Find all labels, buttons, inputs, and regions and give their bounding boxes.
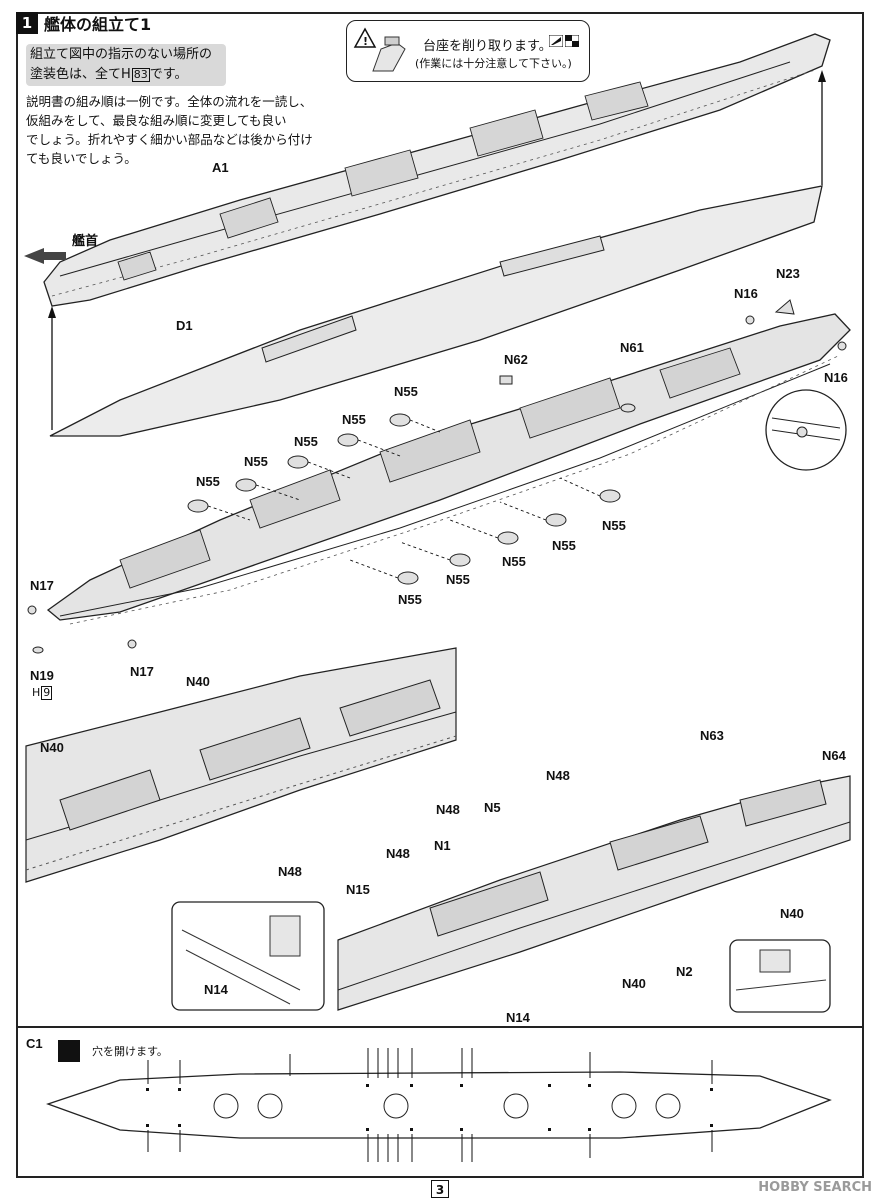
n19-paint-code: 9 (41, 686, 53, 700)
label-n16-top: N16 (734, 286, 758, 301)
label-n40-2: N40 (40, 740, 64, 755)
hull-section-stern (337, 775, 851, 1011)
n19-paint-prefix: H (32, 686, 41, 699)
label-n5: N5 (484, 800, 501, 815)
step-title: 艦体の組立て1 (44, 15, 152, 34)
svg-text:!: ! (363, 35, 368, 48)
order-line-2: 仮組みをして、最良な組み順に変更しても良い (26, 113, 287, 128)
label-n17-right: N17 (130, 664, 154, 679)
watermark: HOBBY SEARCH (758, 1180, 872, 1195)
label-n55-4: N55 (244, 454, 268, 469)
assembly-order-note: 説明書の組み順は一例です。全体の流れを一読し、 仮組みをして、最良な組み順に変更… (26, 92, 336, 168)
page-number: 3 (431, 1180, 449, 1198)
label-n55-8: N55 (502, 554, 526, 569)
warning-icon: ! (353, 27, 406, 72)
paint-note-suffix: です。 (149, 67, 188, 82)
label-n48-3: N48 (546, 768, 570, 783)
part-n16-right (837, 341, 847, 351)
label-n55-3: N55 (294, 434, 318, 449)
file-icon (565, 35, 579, 47)
label-n55-2: N55 (342, 412, 366, 427)
n16-detail (765, 389, 847, 471)
hull-assembly-2 (46, 313, 851, 625)
order-line-1: 説明書の組み順は一例です。全体の流れを一読し、 (26, 94, 313, 109)
c1-frame (16, 1028, 864, 1178)
part-n19 (32, 646, 44, 654)
label-n55-9: N55 (446, 572, 470, 587)
label-n14: N14 (506, 1010, 530, 1025)
paint-note-line2: 塗装色は、全てH (30, 67, 131, 82)
label-n15: N15 (346, 882, 370, 897)
paint-note-line1: 組立て図中の指示のない場所の (30, 47, 213, 62)
hull-part-a1 (43, 33, 831, 307)
step-number: 1 (16, 12, 38, 34)
label-n17-left: N17 (30, 578, 54, 593)
bow-label: 艦首 (72, 234, 99, 249)
c1-label: C1 (26, 1036, 43, 1051)
label-n14-inset: N14 (204, 982, 228, 997)
order-line-4: ても良いでしょう。 (26, 151, 137, 166)
hull-section-mid (25, 647, 457, 883)
label-n16-right: N16 (824, 370, 848, 385)
label-n48-1: N48 (436, 802, 460, 817)
deck-part-d1 (49, 185, 823, 437)
step-frame (16, 12, 864, 1028)
c1-instruction: 穴を開けます。 (92, 1045, 168, 1058)
part-n23 (774, 299, 795, 315)
label-n23: N23 (776, 266, 800, 281)
label-n19: N19 (30, 668, 54, 683)
paint-code: 83 (131, 68, 150, 82)
label-n1: N1 (434, 838, 451, 853)
drill-icon (58, 1040, 80, 1062)
c1-deck-outline (46, 1048, 832, 1162)
n2-inset (729, 939, 831, 1013)
label-d1: D1 (176, 318, 193, 333)
label-n63: N63 (700, 728, 724, 743)
label-n2: N2 (676, 964, 693, 979)
label-n40-1: N40 (186, 674, 210, 689)
label-n55-5: N55 (196, 474, 220, 489)
label-n61: N61 (620, 340, 644, 355)
part-n17-left (27, 605, 37, 615)
label-n55-7: N55 (552, 538, 576, 553)
label-n55-6: N55 (602, 518, 626, 533)
part-n61 (620, 403, 636, 413)
part-n17-right (127, 639, 137, 649)
callout-text-1: 台座を削り取ります。 (423, 39, 552, 54)
label-n55-10: N55 (398, 592, 422, 607)
base-removal-callout: ! 台座を削り取ります。 (作業には十分注意して下さい。) (346, 20, 590, 82)
part-n16-left (745, 315, 755, 325)
label-n48-2: N48 (278, 864, 302, 879)
label-n40-3: N40 (780, 906, 804, 921)
order-line-3: でしょう。折れやすく細かい部品などは後から付け (26, 132, 313, 147)
label-n48-4: N48 (386, 846, 410, 861)
label-n40-4: N40 (622, 976, 646, 991)
knife-icon (549, 35, 563, 47)
label-n64: N64 (822, 748, 846, 763)
callout-text-2: (作業には十分注意して下さい。) (415, 57, 572, 70)
label-n62: N62 (504, 352, 528, 367)
part-n62 (499, 375, 513, 385)
step-header: 1 艦体の組立て1 (16, 12, 151, 34)
label-n55-1: N55 (394, 384, 418, 399)
n14-inset (171, 901, 325, 1011)
label-a1: A1 (212, 160, 229, 175)
bow-arrow-icon (24, 248, 66, 264)
